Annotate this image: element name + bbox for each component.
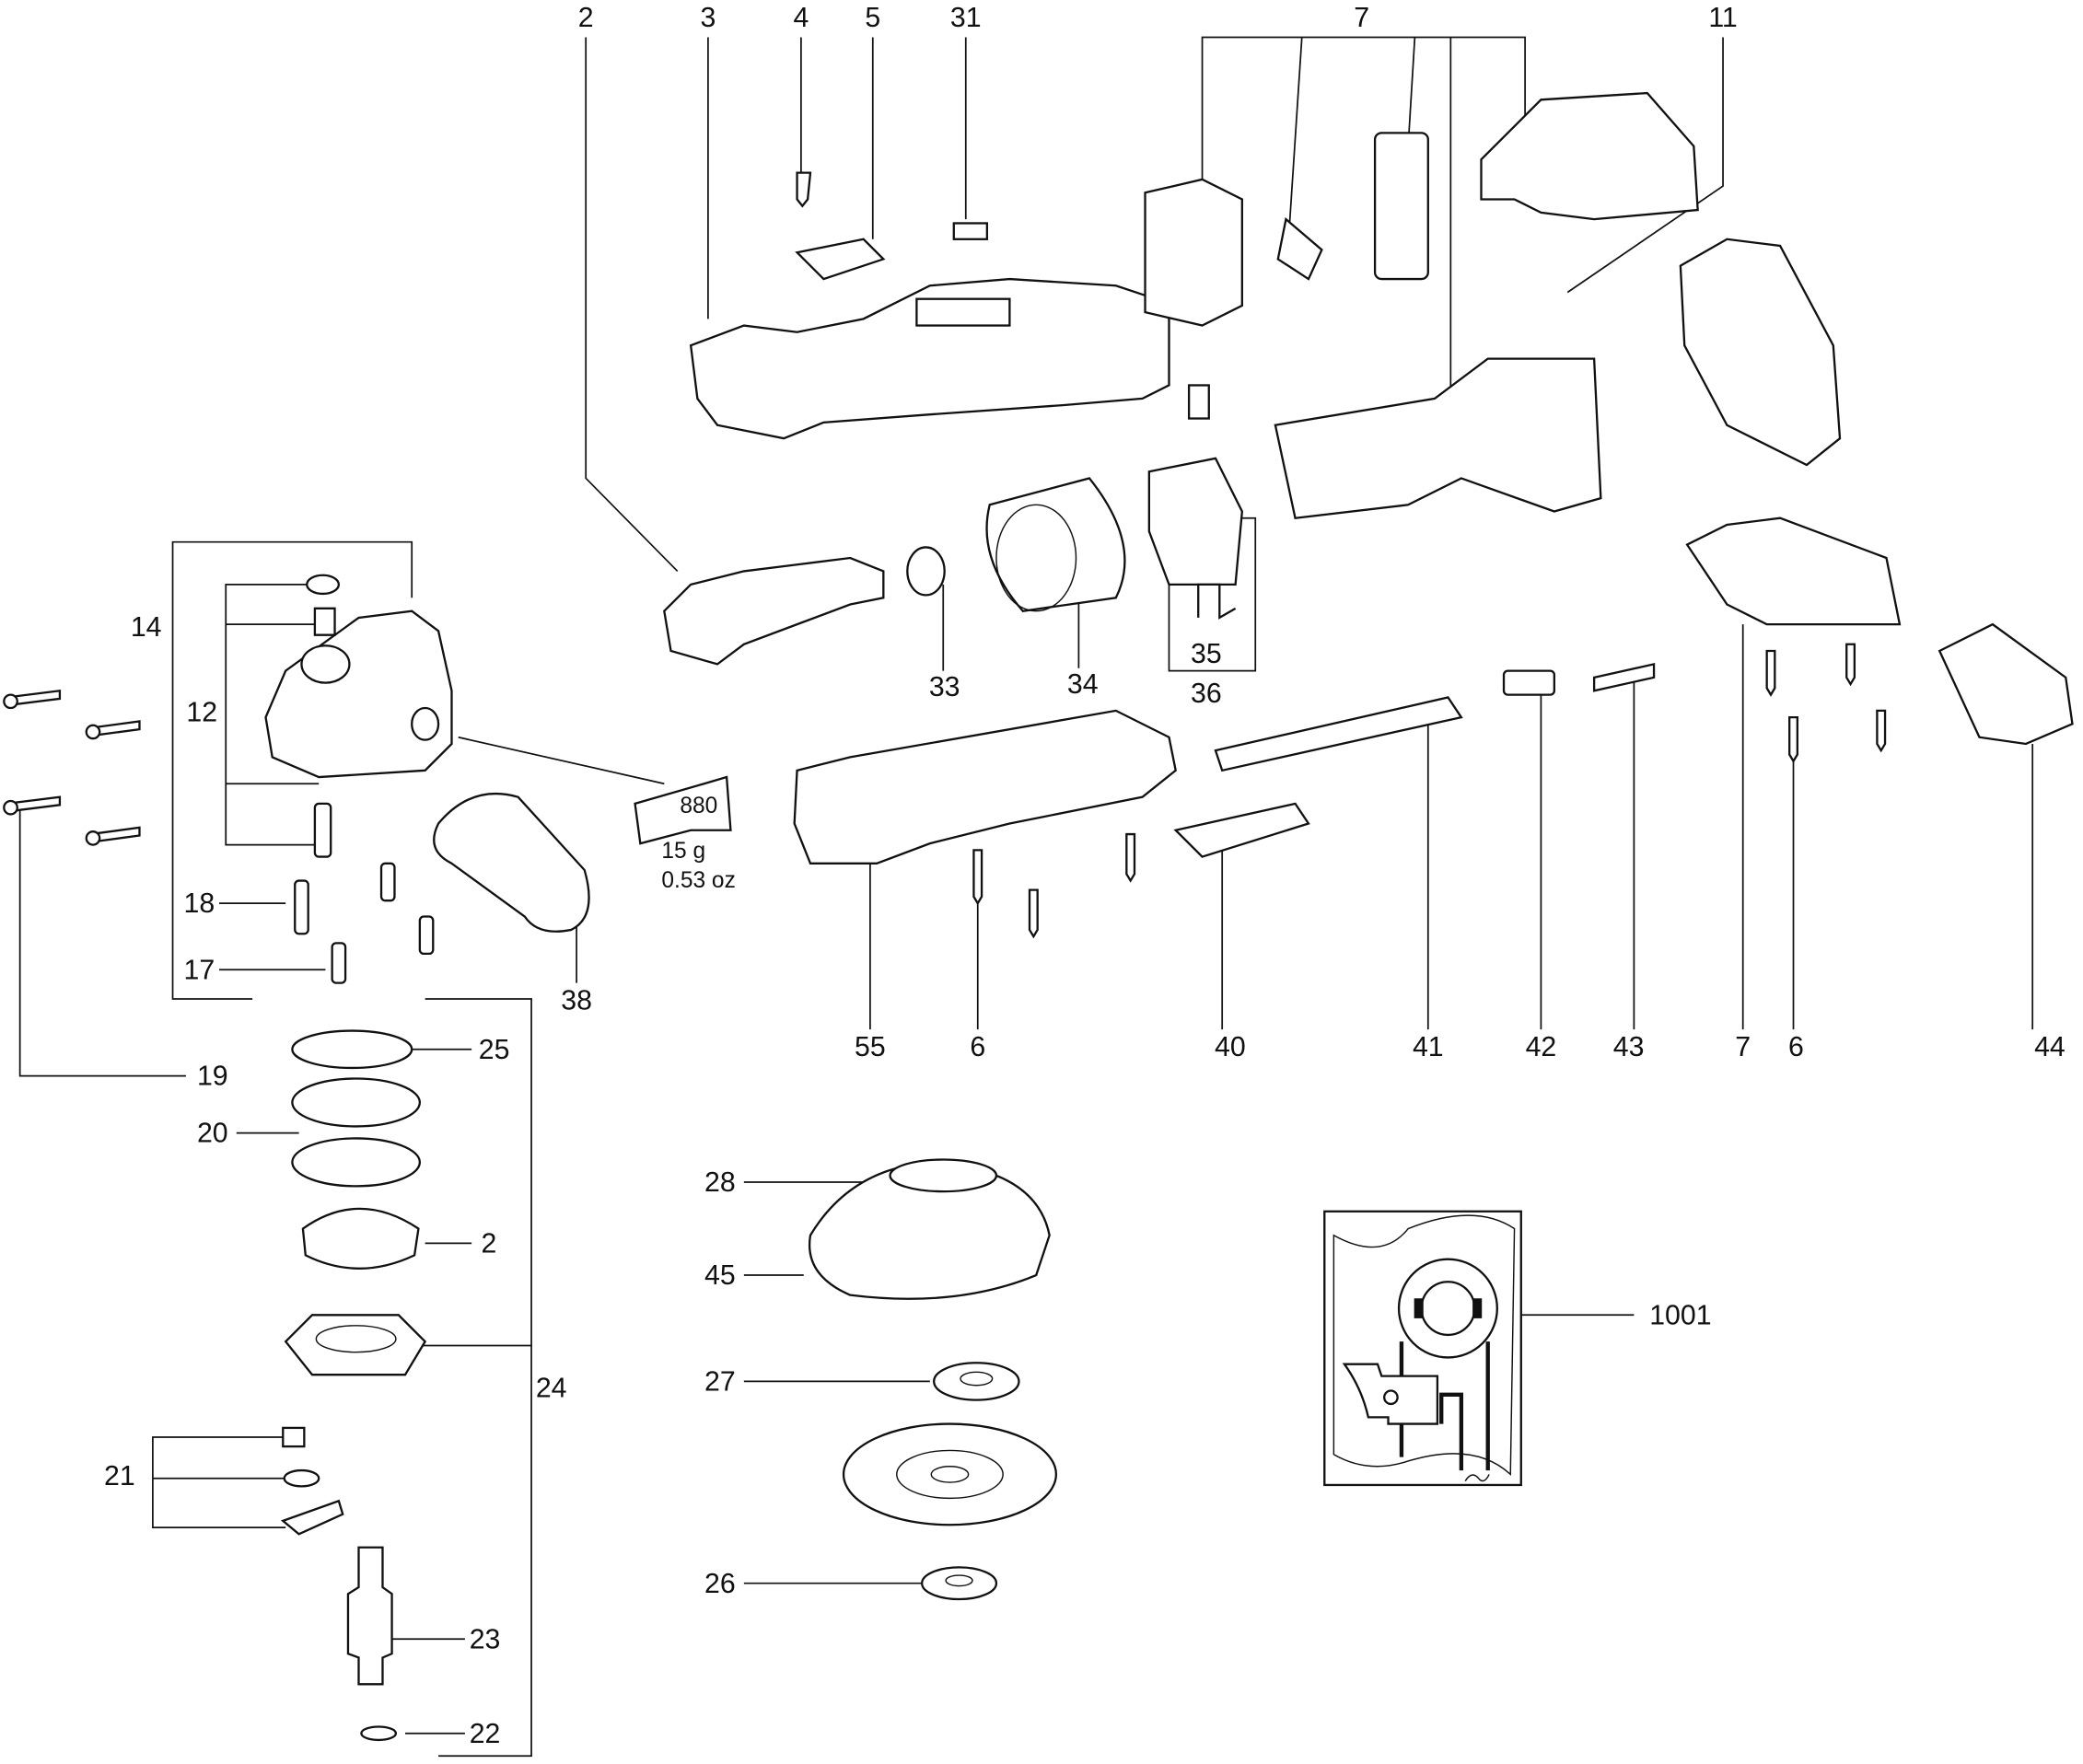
part-spring-12 [313, 607, 336, 636]
callout-label: 45 [704, 1260, 736, 1291]
callout-label: 28 [704, 1167, 736, 1198]
part-screw-6b [1765, 649, 1776, 697]
callout-label: 31 [950, 3, 982, 33]
callout-label: 25 [479, 1035, 510, 1065]
part-gear-head-14 [264, 609, 453, 779]
part-electronics [1274, 357, 1602, 519]
leader-lines [18, 36, 2034, 1758]
part-spring-43 [1592, 662, 1656, 692]
part-washer-22 [360, 1725, 398, 1742]
callout-label: 20 [197, 1119, 228, 1149]
callout-label: 18 [184, 888, 215, 919]
callout-label: 21 [104, 1461, 135, 1491]
part-small-clip [1187, 384, 1210, 420]
part-armature [663, 556, 885, 666]
part-side-handle-38 [433, 792, 590, 933]
callout-label: 6 [970, 1032, 985, 1062]
part-screw-6a [972, 849, 983, 906]
part-spindle-23 [346, 1546, 393, 1686]
callout-label: 33 [929, 672, 960, 702]
part-cap-44 [1938, 622, 2074, 746]
grease-tube-weight-g: 15 g [661, 839, 705, 864]
part-42 [1502, 669, 1555, 696]
callout-label: 4 [793, 3, 809, 33]
wiring-diagram-1001 [1323, 1210, 1522, 1487]
callout-label: 12 [186, 697, 217, 727]
callout-label: 22 [470, 1719, 501, 1749]
part-bearing-33 [906, 546, 946, 597]
part-screw-4 [796, 171, 812, 208]
callout-label: 11 [1708, 3, 1737, 33]
callout-label: 14 [131, 612, 162, 643]
part-clip-36 [1197, 583, 1237, 620]
part-rear-cover-7 [1685, 516, 1902, 626]
part-gear-2 [301, 1207, 420, 1270]
part-pin-12 [313, 802, 332, 858]
part-guard-45 [808, 1161, 1051, 1300]
callout-label: 38 [561, 985, 592, 1015]
grease-tube: 880 15 g 0.53 oz [634, 775, 736, 893]
part-guard-clamp-28 [889, 1158, 998, 1193]
grease-tube-weight-oz: 0.53 oz [661, 868, 735, 893]
callout-label: 42 [1526, 1032, 1557, 1062]
part-contact-7 [1373, 132, 1429, 281]
part-flange-27 [932, 1362, 1020, 1401]
callout-label: 6 [1788, 1032, 1804, 1062]
part-top-housing [689, 277, 1170, 440]
part-gear-head-boss [300, 644, 351, 684]
part-label-31 [952, 222, 989, 240]
callout-label: 17 [184, 955, 215, 985]
callout-label: 55 [855, 1032, 886, 1062]
part-disc [842, 1422, 1058, 1526]
part-stator-34 [985, 477, 1126, 612]
part-35 [1147, 457, 1244, 586]
part-clip-7 [1144, 178, 1243, 327]
part-top-housing-window [915, 297, 1011, 327]
callout-label: 7 [1354, 3, 1369, 33]
part-ring-25 [291, 1029, 413, 1070]
callout-label: 27 [704, 1367, 736, 1398]
part-nut-26 [921, 1566, 998, 1601]
part-bearing-12 [306, 574, 341, 596]
callout-label: 7 [1735, 1032, 1751, 1062]
parts: 880 15 g 0.53 oz [3, 91, 2074, 1742]
callout-label: 44 [2034, 1032, 2066, 1062]
callout-label: 23 [470, 1624, 501, 1654]
callout-label: 26 [704, 1569, 736, 1599]
callout-label: 35 [1191, 639, 1222, 669]
callout-label: 40 [1215, 1032, 1246, 1062]
part-21c [280, 1499, 344, 1536]
part-battery-cover [1480, 91, 1699, 221]
part-ring-20b [291, 1137, 422, 1188]
part-ring-20a [291, 1077, 422, 1128]
part-flange-24 [284, 1314, 427, 1376]
part-label-5 [795, 238, 886, 281]
part-21a [282, 1426, 306, 1448]
part-pin-17 [331, 942, 347, 984]
part-label-40 [1173, 802, 1310, 858]
callout-label: 3 [700, 3, 716, 33]
part-slide-41 [1214, 696, 1463, 772]
screws-19 [3, 689, 141, 846]
callout-label: 36 [1191, 679, 1222, 709]
callout-label: 43 [1613, 1032, 1645, 1062]
callout-label: 1001 [1649, 1300, 1711, 1330]
grease-tube-code: 880 [680, 794, 717, 818]
callout-label: 24 [536, 1374, 567, 1404]
callout-label: 19 [197, 1062, 228, 1092]
part-21b [283, 1468, 320, 1488]
callout-label: 2 [578, 3, 594, 33]
callout-label: 41 [1413, 1032, 1444, 1062]
part-pin-18 [294, 879, 309, 935]
callout-label: 5 [865, 3, 880, 33]
callout-label: 2 [481, 1228, 496, 1259]
part-motor-housing-55 [793, 709, 1177, 865]
part-battery [1679, 238, 1842, 467]
callout-label: 34 [1067, 669, 1099, 700]
part-spring-7 [1276, 216, 1323, 281]
